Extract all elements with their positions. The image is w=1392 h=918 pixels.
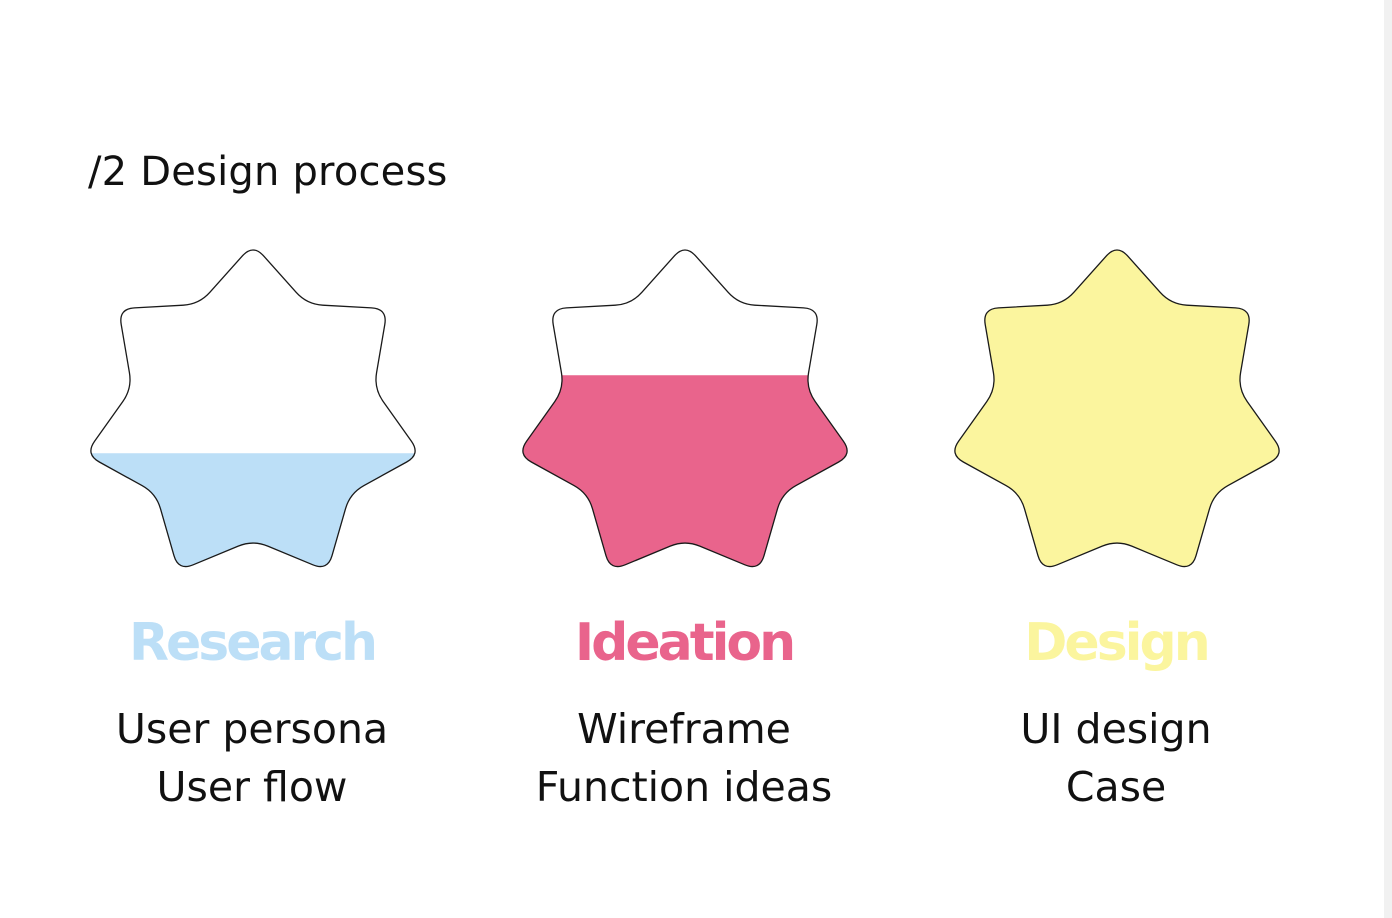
star-outline [522,249,848,568]
task-wireframe: Wireframe [577,705,791,753]
stage-name-ideation: Ideation [574,613,796,673]
stage-name-design: Design [1024,613,1210,673]
page-edge [1384,0,1392,918]
star-outline [90,249,416,568]
star-outline [954,249,1280,568]
star-design-icon [954,249,1280,568]
task-case: Case [1065,763,1167,811]
star-fill-level [90,453,416,567]
star-research-icon [90,249,416,568]
stage-tasks-design: UI design Case [936,700,1296,816]
page-title: /2 Design process [88,148,448,195]
stage-research: Research User persona User flow [72,220,432,820]
stage-tasks-ideation: Wireframe Function ideas [504,700,864,816]
stage-name-research: Research [128,613,378,673]
task-user-persona: User persona [115,705,389,753]
stage-ideation: Ideation Wireframe Function ideas [504,220,864,820]
stage-tasks-research: User persona User flow [72,700,432,816]
star-fill-level [954,249,1280,567]
task-function-ideas: Function ideas [535,763,833,811]
task-user-flow: User flow [156,763,348,811]
task-ui-design: UI design [1020,705,1212,753]
stage-design: Design UI design Case [936,220,1296,820]
star-ideation-icon [522,249,848,568]
